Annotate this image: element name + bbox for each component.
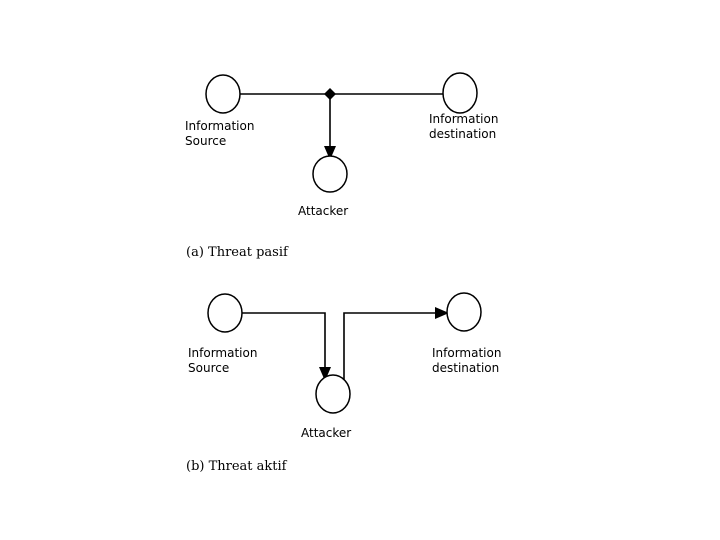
node-b-attacker bbox=[315, 374, 351, 414]
label-b-source-line2: Source bbox=[188, 361, 230, 375]
label-a-attacker: Attacker bbox=[298, 204, 349, 218]
label-a-source-line2: Source bbox=[185, 134, 227, 148]
arrowhead-b-to-destination bbox=[435, 307, 449, 319]
label-b-destination-line2: destination bbox=[432, 361, 500, 375]
caption-a: (a) Threat pasif bbox=[186, 245, 288, 260]
label-b-attacker: Attacker bbox=[301, 426, 352, 440]
label-b-destination-line1: Information bbox=[432, 346, 502, 360]
arrowhead-a-to-attacker bbox=[324, 146, 336, 160]
caption-b: (b) Threat aktif bbox=[186, 459, 287, 474]
arrowhead-b-to-attacker bbox=[319, 367, 331, 381]
label-a-source-line1: Information bbox=[185, 119, 255, 133]
node-b-information-destination bbox=[446, 292, 482, 332]
label-a-destination-line2: destination bbox=[429, 127, 497, 141]
diagram-a-threat-pasif bbox=[205, 72, 478, 193]
node-a-information-destination bbox=[442, 72, 478, 114]
edge-b-attacker-to-destination bbox=[343, 312, 440, 385]
label-b-source-line1: Information bbox=[188, 346, 258, 360]
node-b-information-source bbox=[207, 293, 243, 333]
junction-diamond-marker-a bbox=[324, 88, 336, 100]
edge-b-source-to-attacker bbox=[242, 312, 326, 372]
label-a-destination-line1: Information bbox=[429, 112, 499, 126]
node-a-information-source bbox=[205, 74, 241, 114]
node-a-attacker bbox=[312, 155, 348, 193]
diagram-b-threat-aktif bbox=[207, 292, 482, 414]
